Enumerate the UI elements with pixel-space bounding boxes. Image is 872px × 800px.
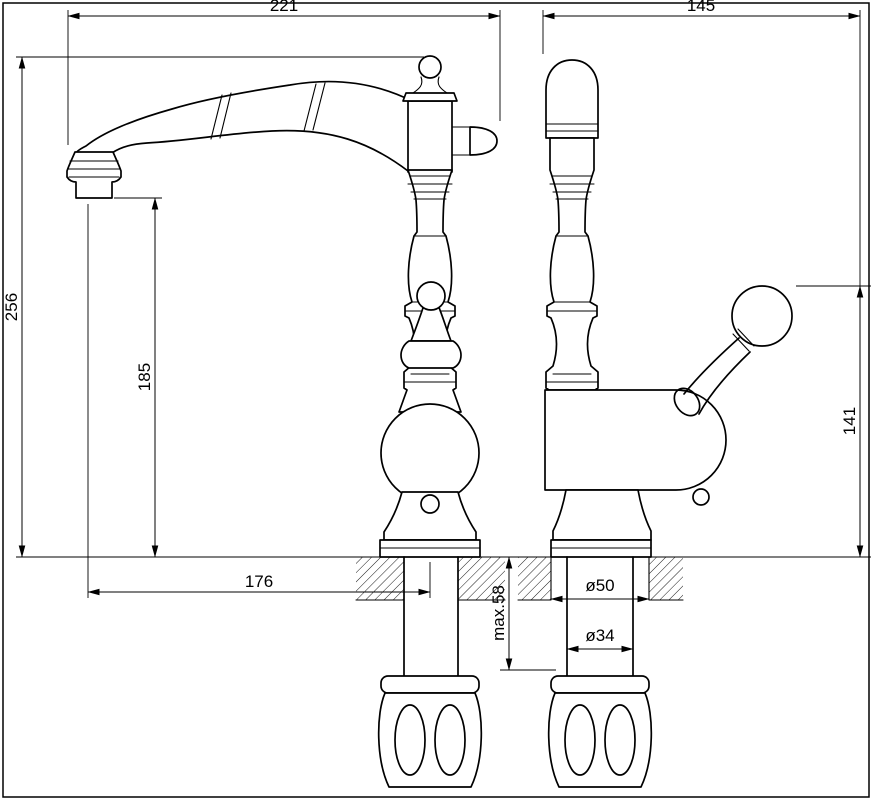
front-nut-flange: [380, 675, 480, 694]
side-nut-cutout-right: [604, 704, 636, 776]
front-view: [66, 55, 506, 788]
front-side-knob-cap: [469, 126, 498, 156]
front-outlet-rings: [67, 151, 121, 178]
dim-label-handle-height: 141: [840, 407, 859, 435]
side-handle-stem: [683, 337, 751, 415]
dim-label-shank-diameter: ø34: [585, 626, 614, 645]
front-counter-hatch-left: [356, 557, 404, 600]
front-nut-cutout-left: [394, 704, 426, 776]
front-spout-top-edge: [75, 80, 413, 154]
dim-label-body-depth: 145: [687, 0, 715, 15]
front-nut-body: [377, 692, 483, 788]
front-handle-ball: [416, 281, 446, 311]
front-spout-bottom-edge: [111, 129, 409, 172]
front-small-ball: [420, 494, 440, 514]
front-counter-hatch-right: [458, 557, 505, 600]
side-nut-body: [547, 692, 653, 788]
dim-label-max-deck-thickness: max.58: [489, 585, 508, 641]
side-small-ball: [692, 488, 710, 506]
front-nut-cutout-right: [434, 704, 466, 776]
front-finial-ball: [418, 55, 442, 79]
ext-256: [16, 56, 424, 558]
side-counter-hatch-right: [649, 557, 683, 600]
side-nut-flange: [550, 675, 650, 694]
ext-176: [87, 204, 431, 598]
front-ball-joint: [380, 403, 480, 503]
front-handle-boss: [400, 340, 462, 369]
side-base-trumpet: [552, 489, 652, 541]
front-finial-disc: [402, 92, 458, 102]
side-view: [517, 59, 793, 788]
ext-221: [67, 10, 501, 145]
front-side-knob-neck: [451, 126, 471, 156]
side-counter-hatch-left: [518, 557, 551, 600]
dim-label-hole-diameter: ø50: [585, 576, 614, 595]
side-shank: [566, 556, 634, 677]
dim-label-spout-reach: 221: [270, 0, 298, 15]
front-spout-panel-lines: [210, 82, 326, 140]
front-counter-lines: [355, 556, 506, 601]
dim-label-outlet-height: 185: [135, 363, 154, 391]
front-shank: [403, 556, 459, 677]
front-body-top: [407, 100, 453, 173]
side-nut-cutout-left: [564, 704, 596, 776]
side-handle-ball: [731, 285, 793, 347]
dim-label-overall-height: 256: [2, 293, 21, 321]
side-top-cap: [545, 59, 599, 139]
dim-label-spout-projection: 176: [245, 572, 273, 591]
front-finial-neck: [412, 76, 448, 94]
side-handle-collar-lines: [732, 328, 755, 352]
front-spout-outlet: [66, 151, 122, 199]
side-handle-mount-collar: [673, 387, 701, 417]
side-cap-rings: [545, 123, 599, 132]
side-counter-lines: [517, 556, 684, 601]
side-column-rings: [545, 175, 599, 383]
dimension-annotations: 221 145 256 185 176 141 max.58 ø50 ø34: [2, 0, 871, 671]
